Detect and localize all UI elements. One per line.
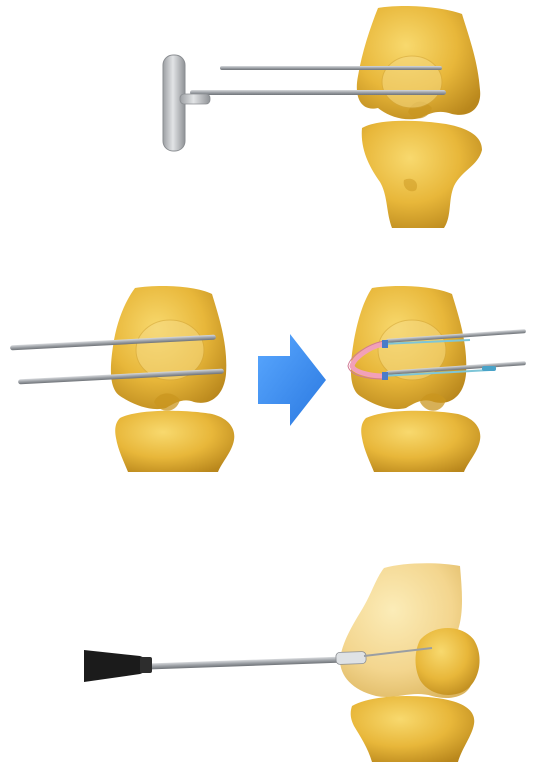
- graft-anchor-lower: [382, 372, 388, 380]
- t-handle-shaft: [180, 94, 210, 104]
- screwdriver-collar: [140, 657, 152, 673]
- tibia-bone-bottom: [351, 696, 475, 762]
- tibia-bone-right: [361, 411, 480, 472]
- graft-anchor-upper: [382, 340, 388, 348]
- tibia-bone: [362, 121, 482, 228]
- screwdriver-shaft: [148, 657, 344, 670]
- interference-screw: [336, 651, 366, 664]
- guide-pin-upper: [220, 66, 442, 70]
- panel-2-after: [348, 286, 526, 472]
- panel-3-screw-fixation: [84, 563, 480, 762]
- tibia-bone-left: [115, 411, 234, 472]
- right-arrow-icon: [258, 334, 326, 426]
- condyle-bright: [416, 628, 480, 695]
- tunnel-region: [382, 56, 442, 108]
- panel-1-pin-insertion: [163, 6, 482, 228]
- guide-pin-lower: [190, 90, 446, 95]
- suture-marker: [482, 366, 496, 371]
- panel-2-before: [10, 286, 234, 472]
